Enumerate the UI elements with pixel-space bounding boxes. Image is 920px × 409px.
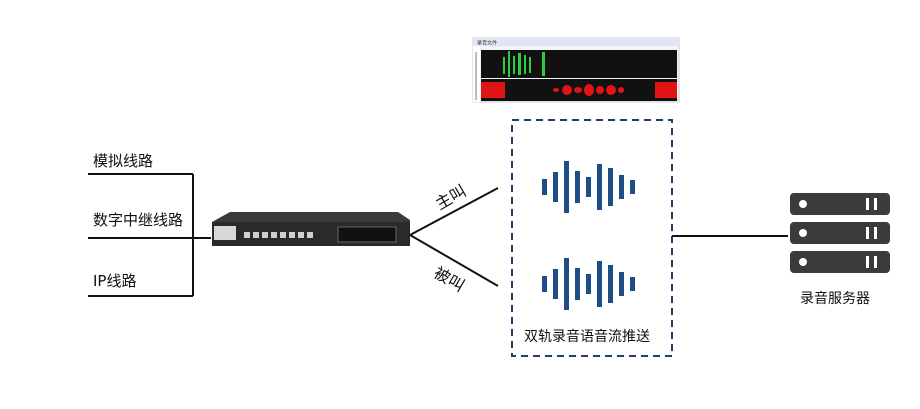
input-label-analog: 模拟线路	[93, 152, 154, 170]
gateway-device	[212, 212, 410, 246]
input-lines	[88, 173, 211, 297]
waveform-panel-title: 录音文件	[477, 40, 497, 47]
stream-label: 双轨录音语音流推送	[524, 329, 650, 345]
waveform-panel: 录音文件	[472, 37, 680, 103]
input-label-digital-trunk: 数字中继线路	[93, 211, 184, 229]
caller-waveform-icon	[542, 161, 635, 213]
branch-lines	[409, 187, 499, 287]
server-icon	[790, 193, 890, 273]
input-label-ip: IP线路	[93, 272, 137, 290]
server-label: 录音服务器	[800, 291, 870, 307]
callee-waveform-icon	[542, 258, 635, 310]
stream-box	[511, 119, 673, 357]
